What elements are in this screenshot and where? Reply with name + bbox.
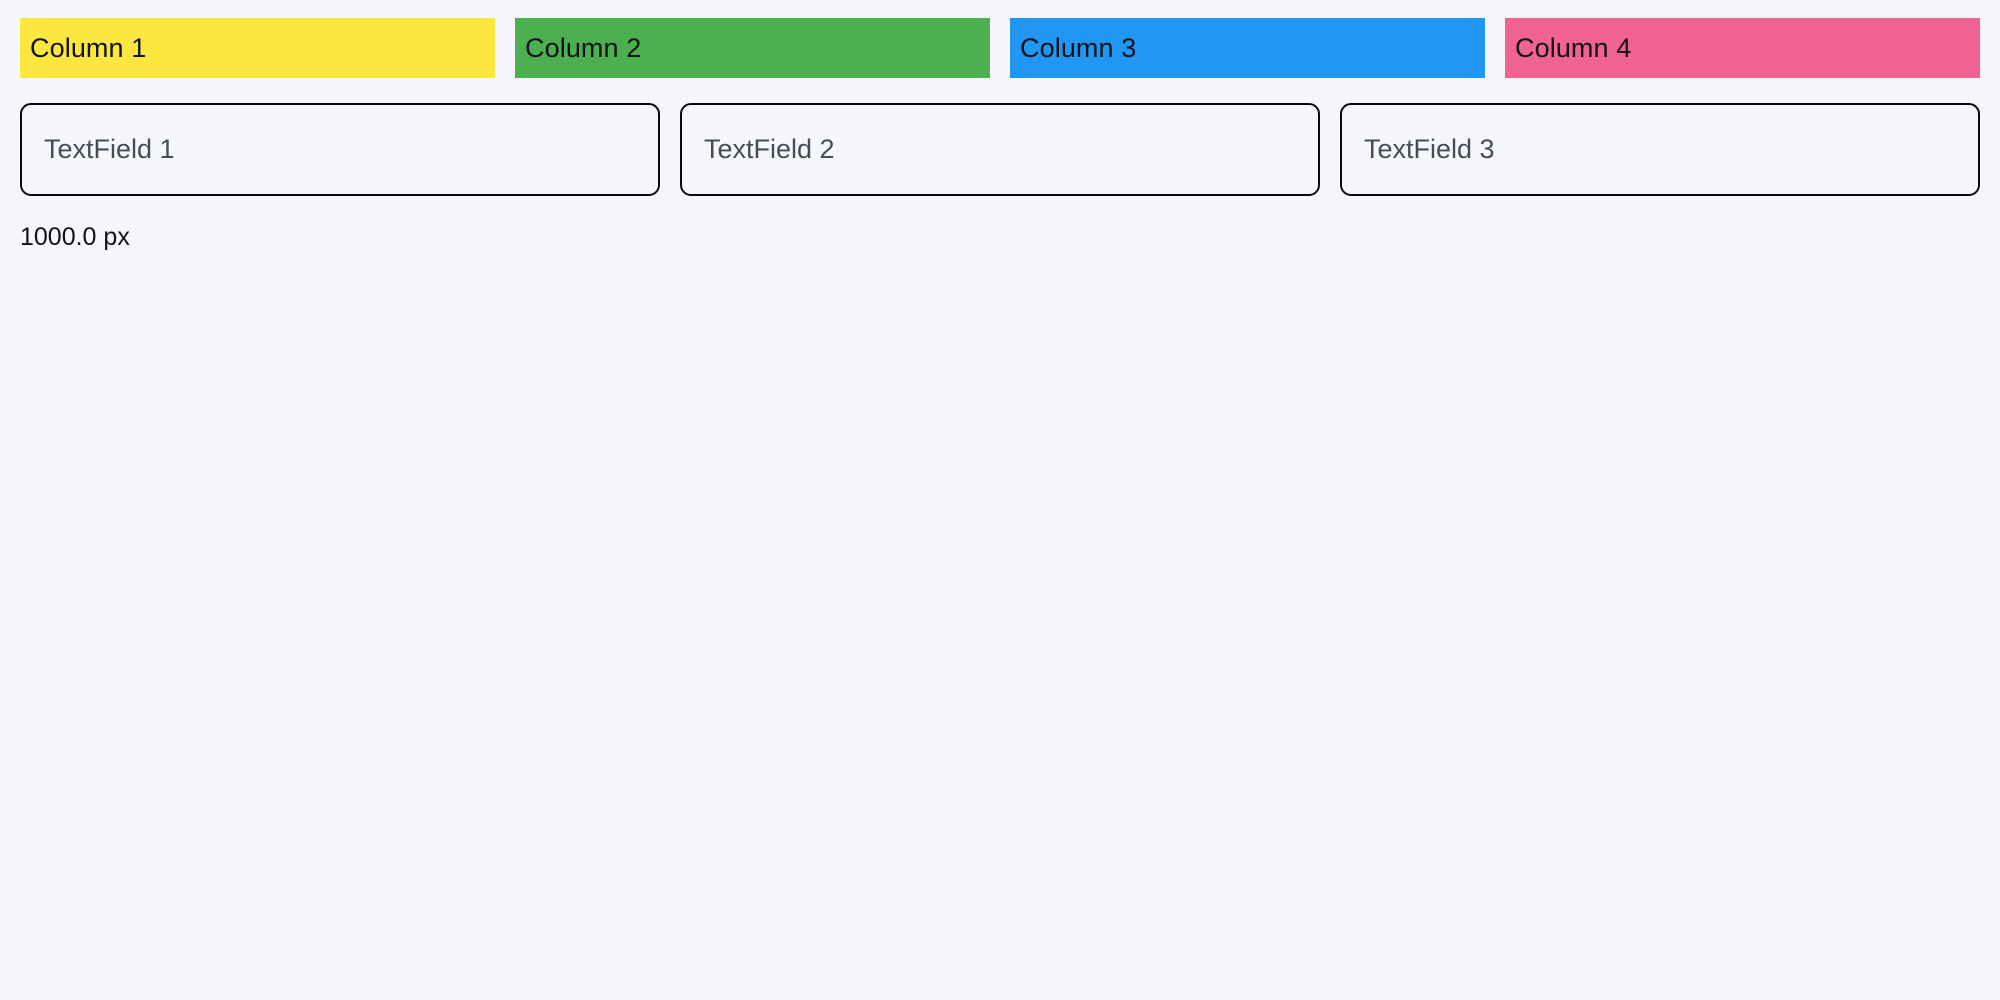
textfield-3[interactable]: TextField 3 bbox=[1340, 103, 1980, 196]
size-readout-label: 1000.0 px bbox=[20, 223, 130, 251]
textfield-3-placeholder: TextField 3 bbox=[1364, 134, 1495, 164]
textfield-2-placeholder: TextField 2 bbox=[704, 134, 835, 164]
column-bar-3-label: Column 3 bbox=[1020, 32, 1137, 63]
column-bar-4-label: Column 4 bbox=[1515, 32, 1632, 63]
column-bar-1-label: Column 1 bbox=[30, 32, 147, 63]
columns-row: Column 1 Column 2 Column 3 Column 4 bbox=[20, 18, 1980, 78]
column-bar-4[interactable]: Column 4 bbox=[1505, 18, 1980, 78]
textfield-2[interactable]: TextField 2 bbox=[680, 103, 1320, 196]
textfield-1[interactable]: TextField 1 bbox=[20, 103, 660, 196]
column-bar-2-label: Column 2 bbox=[525, 32, 642, 63]
textfields-row: TextField 1 TextField 2 TextField 3 bbox=[20, 103, 1980, 196]
column-bar-1[interactable]: Column 1 bbox=[20, 18, 495, 78]
column-bar-2[interactable]: Column 2 bbox=[515, 18, 990, 78]
column-bar-3[interactable]: Column 3 bbox=[1010, 18, 1485, 78]
textfield-1-placeholder: TextField 1 bbox=[44, 134, 175, 164]
